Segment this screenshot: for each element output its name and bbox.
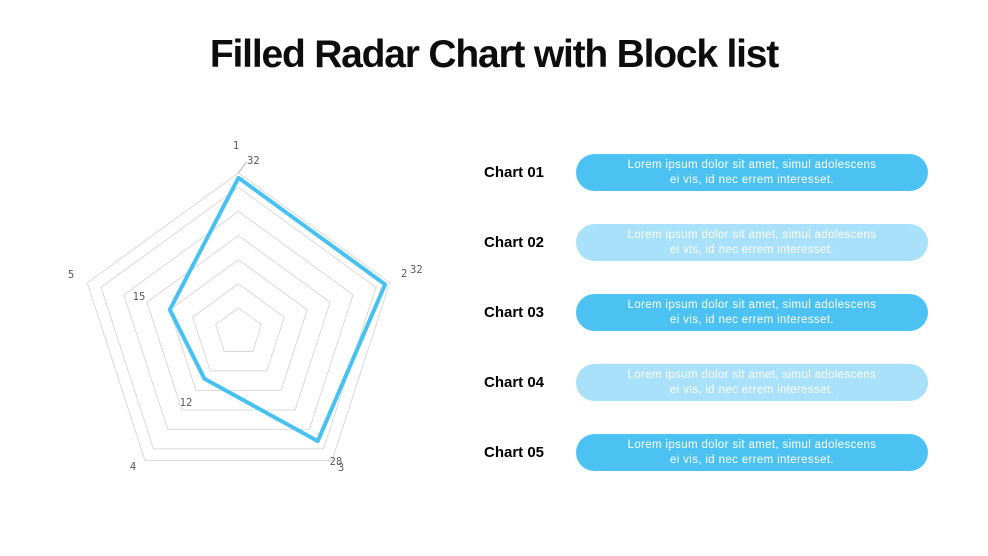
pill-text-line1: Lorem ipsum dolor sit amet, simul adoles… — [627, 438, 877, 451]
radar-grid-ring — [86, 172, 391, 462]
slide-title: Filled Radar Chart with Block list — [209, 33, 779, 76]
pill-text-line2: ei vis, id nec errem interesset. — [670, 383, 834, 396]
pill-text-line2: ei vis, id nec errem interesset. — [670, 173, 834, 186]
axis-label: 1 — [233, 140, 239, 152]
pill-text-line2: ei vis, id nec errem interesset. — [670, 453, 834, 466]
list-item-label: Chart 02 — [484, 233, 545, 251]
list-item-label: Chart 05 — [484, 443, 545, 461]
pill-text-line2: ei vis, id nec errem interesset. — [670, 243, 834, 256]
radar-series-polygon — [167, 175, 388, 444]
data-label: 32 — [410, 264, 423, 276]
list-item-label: Chart 04 — [484, 373, 545, 391]
list-item-label: Chart 03 — [484, 303, 545, 321]
radar-grid-ring — [192, 283, 285, 372]
list-item: Chart 03 Lorem ipsum dolor sit amet, sim… — [0, 293, 988, 331]
list-item-pill: Lorem ipsum dolor sit amet, simul adoles… — [576, 433, 928, 471]
list-item-pill: Lorem ipsum dolor sit amet, simul adoles… — [576, 363, 928, 401]
list-item: Chart 01 Lorem ipsum dolor sit amet, sim… — [0, 153, 988, 191]
pill-text-line1: Lorem ipsum dolor sit amet, simul adoles… — [627, 298, 877, 311]
radar-grid-ring — [123, 210, 354, 430]
list-item-label: Chart 01 — [484, 163, 545, 181]
radar-grid-ring — [169, 259, 308, 391]
axis-label: 5 — [68, 269, 74, 281]
data-label: 12 — [180, 397, 193, 409]
axis-label: 2 — [401, 268, 407, 280]
list-item: Chart 05 Lorem ipsum dolor sit amet, sim… — [0, 433, 988, 471]
pill-text-line1: Lorem ipsum dolor sit amet, simul adoles… — [627, 228, 877, 241]
data-label: 15 — [133, 291, 146, 303]
list-item: Chart 04 Lorem ipsum dolor sit amet, sim… — [0, 363, 988, 401]
data-label: 28 — [330, 456, 343, 468]
list-item-pill: Lorem ipsum dolor sit amet, simul adoles… — [576, 153, 928, 191]
data-label-leader-line — [238, 161, 247, 174]
pill-text-line1: Lorem ipsum dolor sit amet, simul adoles… — [627, 368, 877, 381]
list-item-pill: Lorem ipsum dolor sit amet, simul adoles… — [576, 293, 928, 331]
radar-grid-ring — [146, 234, 331, 411]
list-item: Chart 02 Lorem ipsum dolor sit amet, sim… — [0, 223, 988, 261]
axis-label: 3 — [338, 462, 344, 474]
radar-grid-ring — [100, 186, 377, 450]
data-label: 32 — [247, 155, 260, 167]
radar-grid-ring — [215, 307, 262, 352]
axis-label: 4 — [130, 461, 136, 473]
pill-text-line1: Lorem ipsum dolor sit amet, simul adoles… — [627, 158, 877, 171]
pill-text-line2: ei vis, id nec errem interesset. — [670, 313, 834, 326]
list-item-pill: Lorem ipsum dolor sit amet, simul adoles… — [576, 223, 928, 261]
